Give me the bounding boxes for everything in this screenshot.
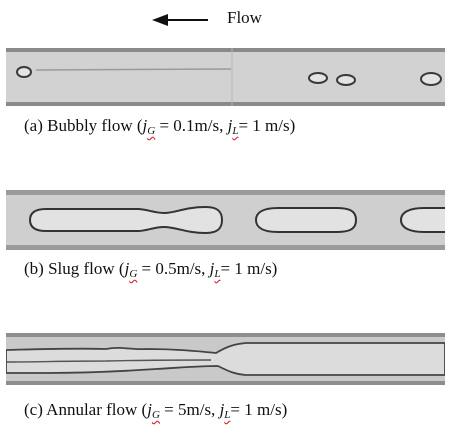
liquid-subscript: L — [224, 409, 231, 421]
caption-bubbly-flow: (a) Bubbly flow (jG = 0.1m/s, jL= 1 m/s) — [24, 116, 295, 137]
jg-value: = 0.1m/s, — [159, 116, 224, 135]
gas-core — [6, 342, 445, 376]
caption-annular-flow: (c) Annular flow (jG = 5m/s, jL= 1 m/s) — [24, 400, 287, 421]
gas-subscript: G — [147, 125, 156, 137]
taylor-bubble — [28, 205, 224, 235]
caption-prefix: (c) Annular flow ( — [24, 400, 148, 419]
bubble — [420, 72, 442, 86]
annular-flow-image — [6, 333, 445, 385]
j-symbol: j — [219, 400, 225, 419]
slug-flow-image — [6, 190, 445, 250]
caption-prefix: (a) Bubbly flow ( — [24, 116, 143, 135]
j-symbol: j — [209, 259, 215, 278]
caption-prefix: (b) Slug flow ( — [24, 259, 125, 278]
jg-value: = 0.5m/s, — [141, 259, 206, 278]
bubble — [336, 74, 356, 86]
bubbly-flow-image — [6, 48, 445, 106]
j-symbol: j — [124, 259, 130, 278]
gas-subscript: G — [129, 268, 138, 280]
j-symbol: j — [142, 116, 148, 135]
liquid-subscript: L — [232, 125, 239, 137]
caption-slug-flow: (b) Slug flow (jG = 0.5m/s, jL= 1 m/s) — [24, 259, 277, 280]
bubble — [16, 66, 32, 78]
flow-label: Flow — [227, 8, 262, 27]
jl-value: = 1 m/s) — [230, 400, 288, 419]
liquid-film-interface — [6, 359, 212, 363]
left-arrow-icon — [152, 14, 208, 26]
j-symbol: j — [227, 116, 233, 135]
gas-subscript: G — [151, 409, 160, 421]
taylor-bubble — [399, 207, 445, 233]
liquid-subscript: L — [214, 268, 221, 280]
jg-value: = 5m/s, — [164, 400, 216, 419]
jl-value: = 1 m/s) — [220, 259, 278, 278]
bubble — [308, 72, 328, 84]
flow-direction-indicator: Flow — [150, 6, 290, 34]
j-symbol: j — [147, 400, 152, 419]
taylor-bubble — [254, 207, 358, 233]
jl-value: = 1 m/s) — [238, 116, 296, 135]
